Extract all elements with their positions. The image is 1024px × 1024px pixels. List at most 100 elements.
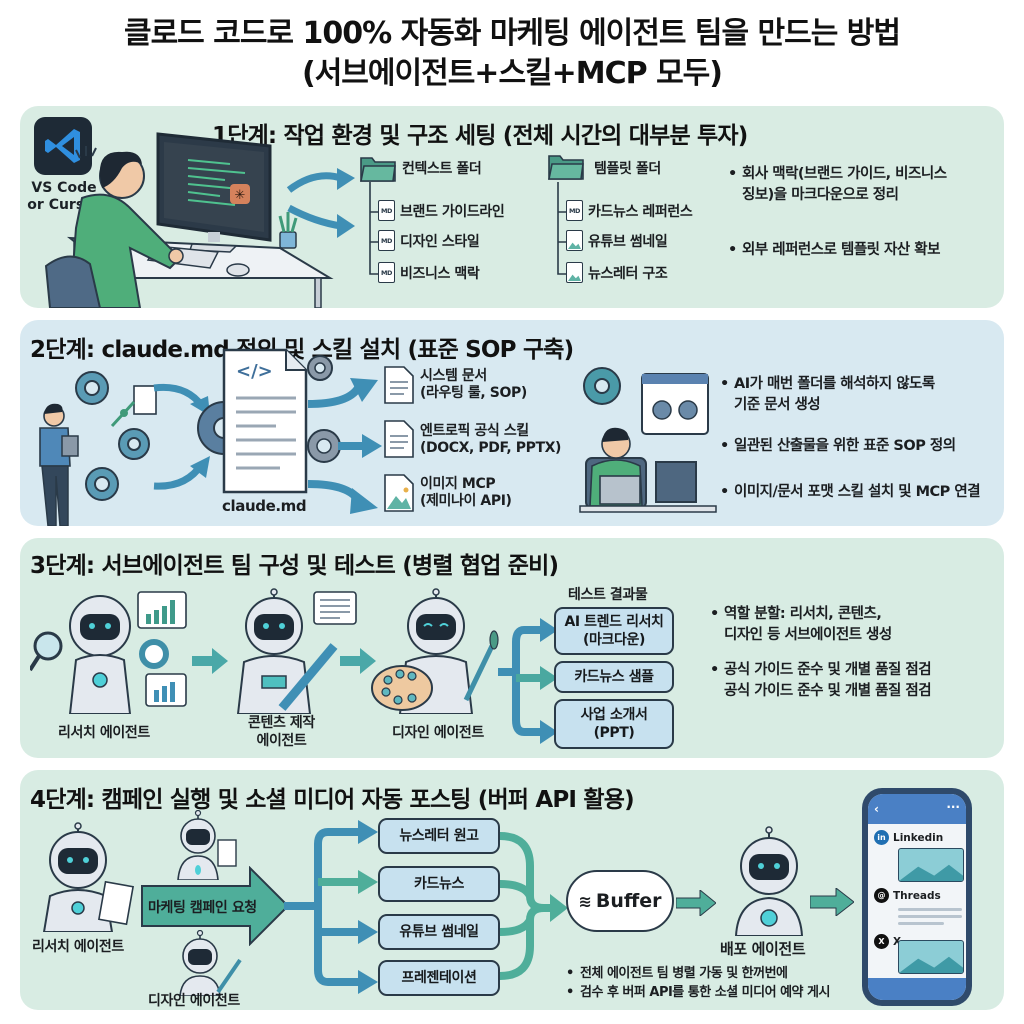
flow-arrows bbox=[153, 383, 210, 490]
code-icon: </> bbox=[236, 361, 273, 382]
step4-research-agent-label: 리서치 에이전트 bbox=[32, 939, 124, 955]
arrow-right-icon bbox=[340, 648, 376, 674]
phone-bottom-bar bbox=[868, 978, 966, 1000]
phone-screen: ‹ ··· in Linkedin @ Threads X X bbox=[868, 794, 966, 1000]
text-line bbox=[898, 922, 944, 925]
tree-line bbox=[557, 182, 566, 275]
image-doc-icon bbox=[384, 474, 414, 512]
x-image-thumbnail bbox=[898, 940, 964, 974]
person-with-gears-illustration bbox=[39, 371, 157, 526]
image-file-icon bbox=[566, 230, 583, 251]
text-line bbox=[898, 915, 962, 918]
title-line-1: 클로드 코드로 100% 자동화 마케팅 에이전트 팀을 만드는 방법 bbox=[123, 16, 901, 51]
step4-bullets: •전체 에이전트 팀 병렬 가동 및 한꺼번에 •검수 후 버퍼 API를 통한… bbox=[566, 966, 830, 1000]
claude-md-document-icon bbox=[197, 348, 308, 494]
design-agent-label: 디자인 에이전트 bbox=[392, 725, 484, 741]
skill-doc-icon bbox=[384, 420, 414, 458]
file-youtube-thumbnail: 유튜브 썸네일 bbox=[566, 230, 668, 251]
flow-arrows bbox=[286, 168, 355, 238]
tree-line bbox=[369, 182, 378, 275]
branch-arrows bbox=[498, 618, 558, 744]
fan-out-arrows bbox=[284, 820, 378, 994]
step4-design-agent-label: 디자인 에이전트 bbox=[148, 993, 240, 1009]
output-youtube-thumbnail: 유튜브 썸네일 bbox=[378, 914, 500, 950]
system-doc-icon bbox=[384, 366, 414, 404]
step4-title: 4단계: 캠페인 실행 및 소셜 미디어 자동 포스팅 (버퍼 API 활용) bbox=[30, 787, 635, 813]
template-folder-icon bbox=[548, 152, 584, 180]
result-business-deck: 사업 소개서(PPT) bbox=[554, 699, 674, 749]
step2-title: 2단계: claude.md 정의 및 스킬 설치 (표준 SOP 구축) bbox=[30, 337, 574, 363]
arrow-right-icon bbox=[192, 648, 228, 674]
step3-bullet-1: •역할 분할: 리서치, 콘텐츠,디자인 등 서브에이전트 생성 bbox=[710, 606, 892, 643]
design-agent-robot-icon bbox=[371, 588, 499, 714]
file-newsletter-structure: 뉴스레터 구조 bbox=[566, 262, 668, 283]
research-agent-label: 리서치 에이전트 bbox=[58, 725, 150, 741]
output-cardnews: 카드뉴스 bbox=[378, 866, 500, 902]
buffer-logo-icon: ≋ bbox=[578, 891, 592, 911]
content-agent-robot-icon bbox=[236, 588, 357, 714]
step2-panel bbox=[20, 320, 1004, 526]
output-system-doc: 시스템 문서(라우팅 룰, SOP) bbox=[420, 368, 527, 401]
phone-header-bar: ‹ ··· bbox=[868, 794, 966, 824]
output-official-skill: 엔트로픽 공식 스킬(DOCX, PDF, PPTX) bbox=[420, 423, 562, 456]
deploy-agent-label: 배포 에이전트 bbox=[720, 940, 806, 958]
social-item-threads[interactable]: @ Threads bbox=[874, 888, 941, 903]
back-icon[interactable]: ‹ bbox=[874, 802, 879, 816]
context-folder-icon bbox=[360, 154, 396, 182]
md-file-icon: MD bbox=[378, 230, 395, 251]
threads-icon: @ bbox=[874, 888, 889, 903]
buffer-cloud: ≋ Buffer bbox=[566, 870, 674, 932]
flow-arrows bbox=[307, 355, 382, 514]
md-file-icon: MD bbox=[566, 200, 583, 221]
step1-bullet-2: •외부 레퍼런스로 템플릿 자산 확보 bbox=[728, 242, 940, 258]
claude-md-label: claude.md bbox=[222, 497, 307, 515]
person-at-laptop-illustration bbox=[579, 367, 717, 513]
linkedin-image-thumbnail bbox=[898, 848, 964, 882]
context-folder-label: 컨텍스트 폴더 bbox=[402, 161, 482, 177]
output-newsletter-draft: 뉴스레터 원고 bbox=[378, 818, 500, 854]
small-agent-robot-icon bbox=[177, 810, 237, 880]
output-image-mcp: 이미지 MCP(제미나이 API) bbox=[420, 476, 512, 509]
merge-arrows bbox=[500, 832, 568, 980]
deploy-agent-robot-icon bbox=[734, 826, 804, 936]
buffer-label: Buffer bbox=[595, 890, 662, 912]
text-line bbox=[898, 908, 962, 911]
step2-bullet-3: •이미지/문서 포맷 스킬 설치 및 MCP 연결 bbox=[720, 484, 981, 500]
campaign-request-arrow bbox=[141, 866, 290, 946]
social-item-linkedin[interactable]: in Linkedin bbox=[874, 830, 943, 845]
research-agent-robot-icon bbox=[30, 591, 187, 714]
image-file-icon bbox=[566, 262, 583, 283]
title-line-2: (서브에이전트+스킬+MCP 모두) bbox=[302, 56, 723, 91]
developer-at-desk-illustration: ✳ bbox=[44, 132, 334, 308]
arrow-right-icon bbox=[676, 890, 716, 916]
svg-text:✳: ✳ bbox=[235, 188, 246, 203]
md-file-icon: MD bbox=[378, 262, 395, 283]
arrow-right-icon bbox=[810, 888, 854, 916]
test-results-heading: 테스트 결과물 bbox=[568, 587, 648, 603]
output-presentation: 프레젠테이션 bbox=[378, 960, 500, 996]
design-agent-robot-icon bbox=[179, 930, 242, 996]
campaign-request-label: 마케팅 캠페인 요청 bbox=[148, 900, 257, 916]
result-ai-trend-research: AI 트렌드 리서치(마크다운) bbox=[554, 607, 674, 655]
phone-mockup: ‹ ··· in Linkedin @ Threads X X bbox=[862, 788, 972, 1006]
template-folder-label: 템플릿 폴더 bbox=[594, 161, 661, 177]
result-cardnews-sample: 카드뉴스 샘플 bbox=[554, 661, 674, 693]
more-icon[interactable]: ··· bbox=[946, 800, 960, 814]
linkedin-icon: in bbox=[874, 830, 889, 845]
page-title: 클로드 코드로 100% 자동화 마케팅 에이전트 팀을 만드는 방법 (서브에… bbox=[0, 14, 1024, 94]
vscode-logo-icon bbox=[34, 117, 92, 175]
md-file-icon: MD bbox=[378, 200, 395, 221]
step1-title: 1단계: 작업 환경 및 구조 세팅 (전체 시간의 대부분 투자) bbox=[212, 123, 748, 149]
research-agent-robot-icon bbox=[42, 822, 135, 932]
x-icon: X bbox=[874, 934, 889, 949]
step2-bullet-2: •일관된 산출물을 위한 표준 SOP 정의 bbox=[720, 438, 956, 454]
step3-title: 3단계: 서브에이전트 팀 구성 및 테스트 (병렬 협업 준비) bbox=[30, 553, 559, 579]
